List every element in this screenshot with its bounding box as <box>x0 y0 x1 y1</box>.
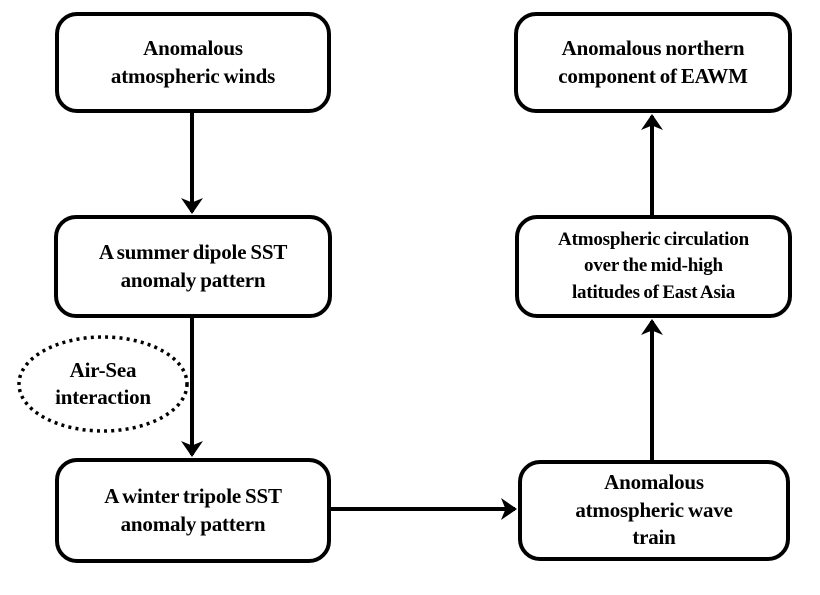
node-mid-high-circulation-label: Atmospheric circulation over the mid-hig… <box>558 229 749 303</box>
node-anomalous-wave-train: Anomalous atmospheric wave train <box>518 460 790 561</box>
node-anomalous-wave-train-label: Anomalous atmospheric wave train <box>575 469 733 550</box>
node-eawm-northern-component: Anomalous northern component of EAWM <box>514 12 792 113</box>
node-winter-tripole-sst-label: A winter tripole SST anomaly pattern <box>104 483 282 536</box>
node-summer-dipole-sst-label: A summer dipole SST anomaly pattern <box>98 239 288 292</box>
air-sea-ellipse-outline <box>17 335 189 433</box>
node-air-sea-interaction-label: Air-Sea interaction <box>55 357 151 409</box>
node-anomalous-winds-label: Anomalous atmospheric winds <box>110 35 276 88</box>
node-summer-dipole-sst: A summer dipole SST anomaly pattern <box>54 215 332 318</box>
node-winter-tripole-sst: A winter tripole SST anomaly pattern <box>55 458 331 563</box>
node-mid-high-circulation: Atmospheric circulation over the mid-hig… <box>515 215 792 318</box>
node-air-sea-interaction: Air-Sea interaction <box>18 336 188 432</box>
node-eawm-northern-component-label: Anomalous northern component of EAWM <box>558 35 748 88</box>
node-anomalous-winds: Anomalous atmospheric winds <box>55 12 331 113</box>
